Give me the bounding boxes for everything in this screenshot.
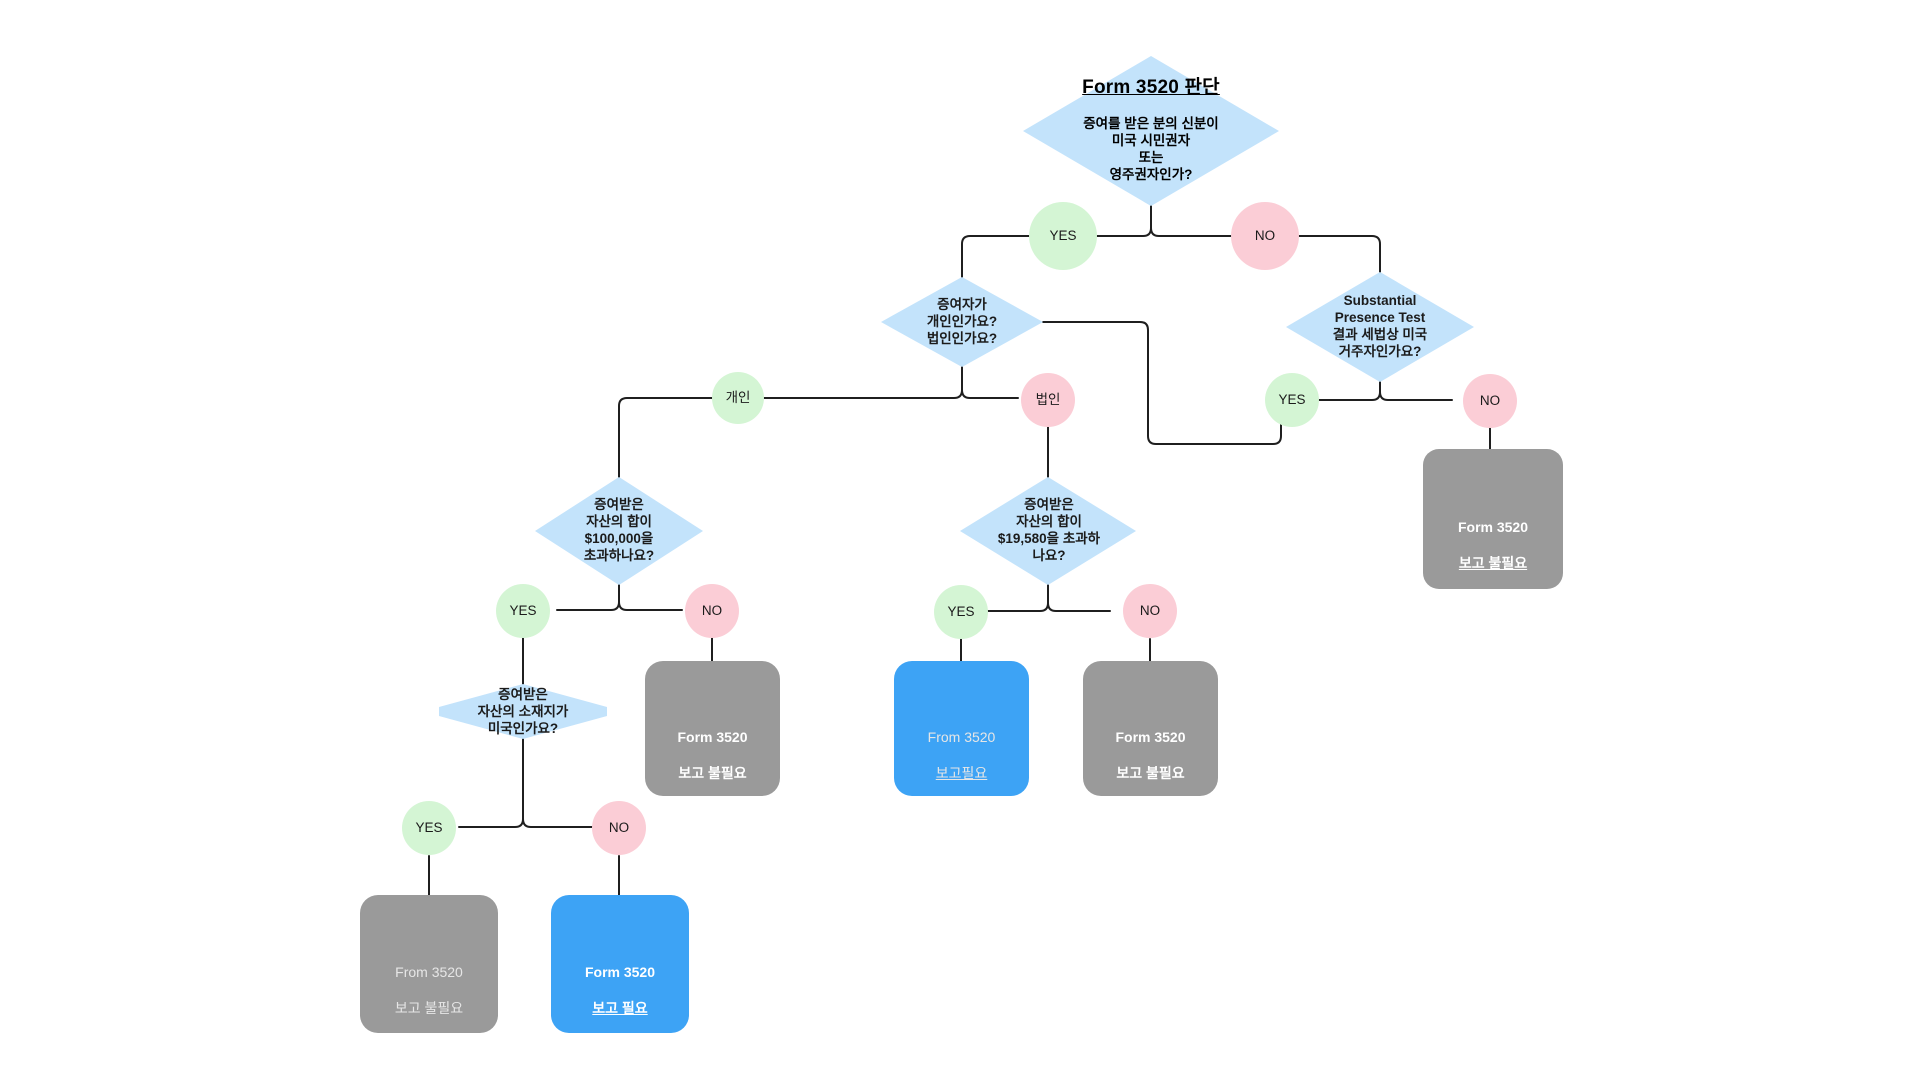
edge-spt-to-no <box>1379 391 1453 401</box>
edge-root-to-no <box>1150 227 1234 237</box>
decision-threshold100-shape <box>535 477 703 585</box>
result-box-threshold19580-yes-shape <box>894 661 1029 796</box>
label-circle-donor-individual <box>712 372 764 424</box>
edge-location-to-no <box>522 818 593 828</box>
root-decision-shape <box>1023 56 1279 206</box>
result-box-threshold19580-no-shape <box>1083 661 1218 796</box>
result-box-spt-no-shape <box>1423 449 1563 589</box>
edge-yes-to-donor-type <box>961 235 1030 301</box>
decision-location-shape <box>439 684 607 739</box>
edge-spt-yes-to-donor-type <box>1042 321 1282 445</box>
edge-donor-to-corporate <box>961 389 1019 399</box>
edge-threshold100-to-no <box>618 601 683 611</box>
edge-root-to-yes <box>1096 204 1152 237</box>
label-circle-location-yes <box>402 801 456 855</box>
label-circle-donor-corporate <box>1021 373 1075 427</box>
result-box-location-yes-shape <box>360 895 498 1033</box>
decision-donor-type-shape <box>881 277 1043 367</box>
edge-location-to-yes <box>458 734 524 828</box>
label-circle-threshold100-yes <box>496 584 550 638</box>
edge-no-to-spt <box>1298 235 1381 273</box>
label-circle-spt-no <box>1463 374 1517 428</box>
edge-threshold19580-to-no <box>1047 602 1111 612</box>
result-box-threshold100-no-shape <box>645 661 780 796</box>
edge-individual-to-threshold100 <box>618 397 713 481</box>
label-circle-threshold19580-yes <box>934 585 988 639</box>
label-circle-root-yes <box>1029 202 1097 270</box>
label-circle-spt-yes <box>1265 373 1319 427</box>
label-circle-root-no <box>1231 202 1299 270</box>
label-circle-threshold19580-no <box>1123 584 1177 638</box>
label-circle-location-no <box>592 801 646 855</box>
decision-threshold19580-shape <box>960 477 1136 585</box>
label-circle-threshold100-no <box>685 584 739 638</box>
result-box-location-no-shape <box>551 895 689 1033</box>
decision-spt-shape <box>1286 272 1474 382</box>
edge-donor-to-individual <box>753 344 963 399</box>
